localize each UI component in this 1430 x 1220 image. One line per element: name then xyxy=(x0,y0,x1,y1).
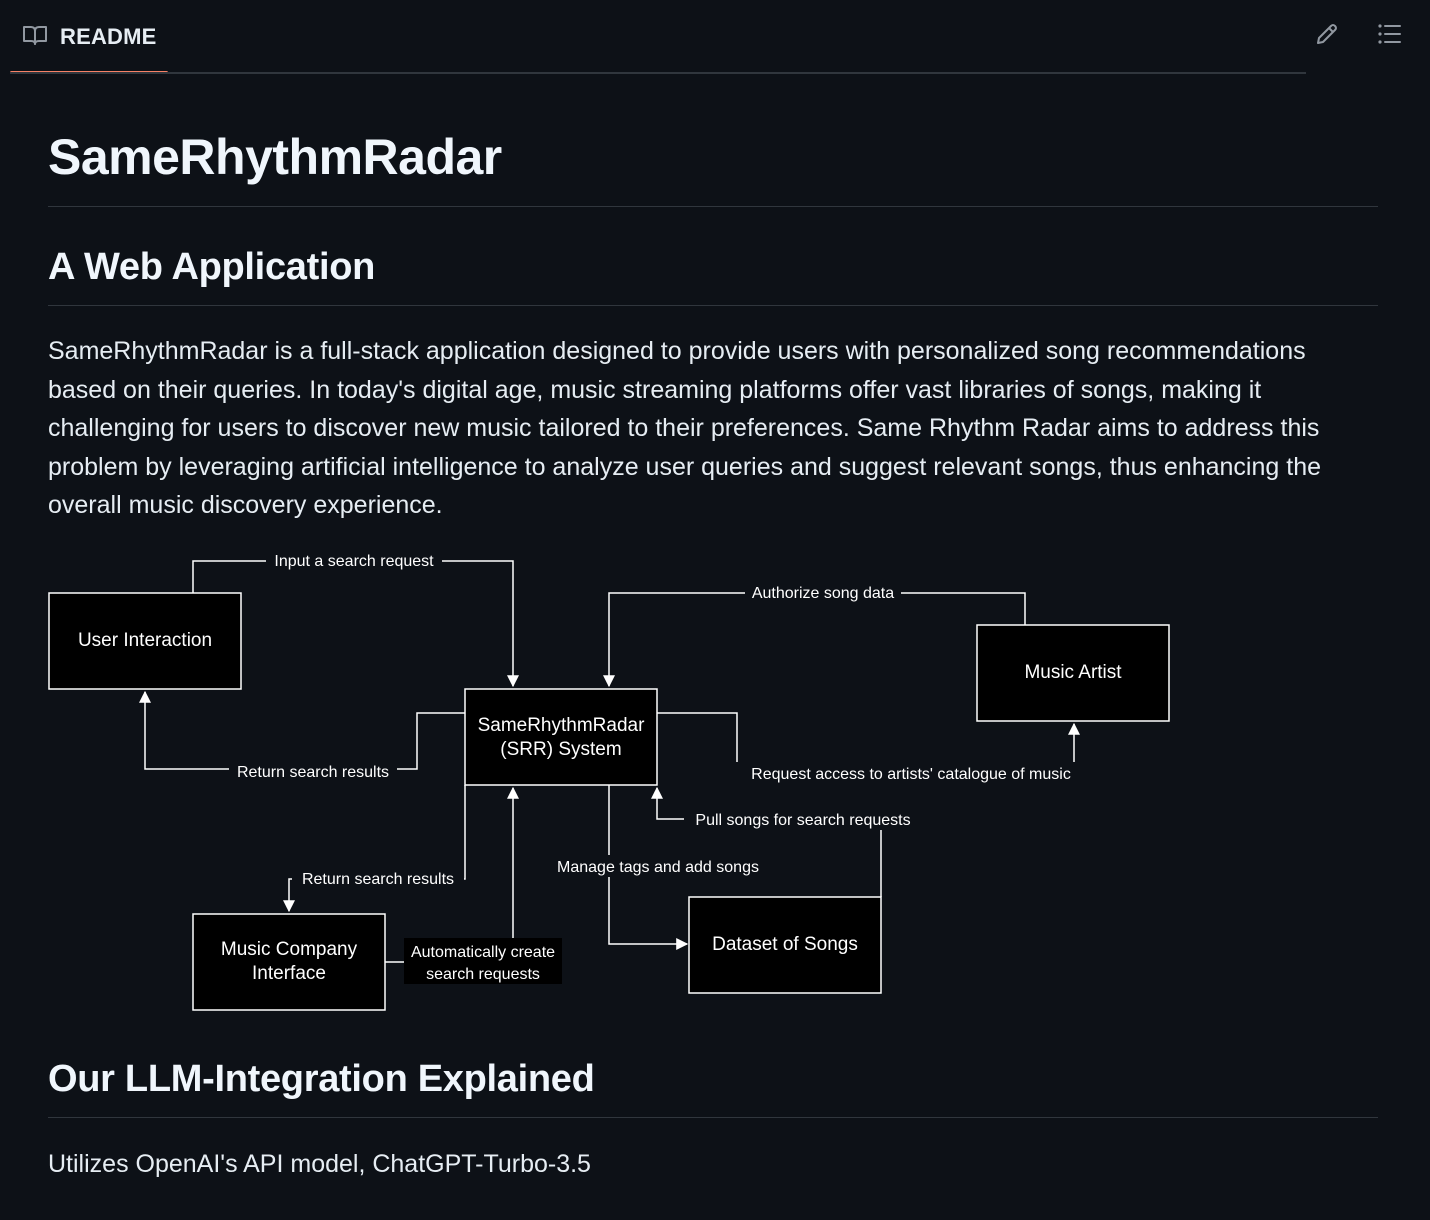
node-dataset-label: Dataset of Songs xyxy=(712,934,858,955)
node-srr-label-2: (SRR) System xyxy=(500,739,621,760)
label-pull-songs: Pull songs for search requests xyxy=(695,812,910,829)
label-auto-create-1: Automatically create xyxy=(411,944,555,961)
readme-header: README xyxy=(0,0,1430,74)
node-user-interaction-label: User Interaction xyxy=(78,630,212,651)
readme-title: SameRhythmRadar xyxy=(48,129,502,185)
label-return-company: Return search results xyxy=(302,871,454,888)
title-divider xyxy=(48,206,1378,207)
node-music-artist: Music Artist xyxy=(976,624,1170,722)
node-music-company-label-1: Music Company xyxy=(221,939,358,960)
edge-manage-tags xyxy=(608,785,689,950)
node-user-interaction: User Interaction xyxy=(48,592,242,690)
list-icon xyxy=(1376,21,1402,52)
node-music-company: Music Company Interface xyxy=(192,913,386,1011)
edge-return-user xyxy=(139,690,465,770)
pencil-icon xyxy=(1314,21,1340,52)
edge-pull-songs xyxy=(651,786,882,897)
edge-return-company xyxy=(283,785,466,913)
label-input-search: Input a search request xyxy=(274,553,434,570)
node-srr-label-1: SameRhythmRadar xyxy=(478,715,646,736)
architecture-diagram: User Interaction SameRhythmRadar (SRR) S… xyxy=(48,550,1170,1011)
tabbar-divider xyxy=(10,72,1306,74)
edit-button[interactable] xyxy=(1311,20,1343,52)
intro-paragraph: SameRhythmRadar is a full-stack applicat… xyxy=(48,337,1321,520)
section-heading-llm: Our LLM-Integration Explained xyxy=(48,1058,595,1100)
node-music-artist-label: Music Artist xyxy=(1024,662,1122,683)
book-icon xyxy=(22,23,48,52)
section-divider xyxy=(48,305,1378,306)
node-dataset: Dataset of Songs xyxy=(688,896,882,994)
node-music-company-label-2: Interface xyxy=(252,963,326,984)
label-request-access: Request access to artists' catalogue of … xyxy=(751,766,1071,783)
label-manage-tags: Manage tags and add songs xyxy=(557,859,759,876)
label-return-user: Return search results xyxy=(237,764,389,781)
diagram-nodes: User Interaction SameRhythmRadar (SRR) S… xyxy=(48,592,1170,1011)
label-auto-create-2: search requests xyxy=(426,966,540,983)
edge-authorize xyxy=(603,592,1026,688)
diagram-edge-labels: Input a search request Authorize song da… xyxy=(229,550,1088,984)
tab-readme[interactable]: README xyxy=(10,0,168,74)
section-divider-llm xyxy=(48,1117,1378,1118)
outline-button[interactable] xyxy=(1373,20,1405,52)
llm-paragraph: Utilizes OpenAI's API model, ChatGPT-Tur… xyxy=(48,1150,591,1178)
node-srr-system: SameRhythmRadar (SRR) System xyxy=(464,688,658,786)
section-heading-web-app: A Web Application xyxy=(48,246,376,288)
tab-readme-label: README xyxy=(60,24,157,49)
label-authorize: Authorize song data xyxy=(752,585,894,602)
